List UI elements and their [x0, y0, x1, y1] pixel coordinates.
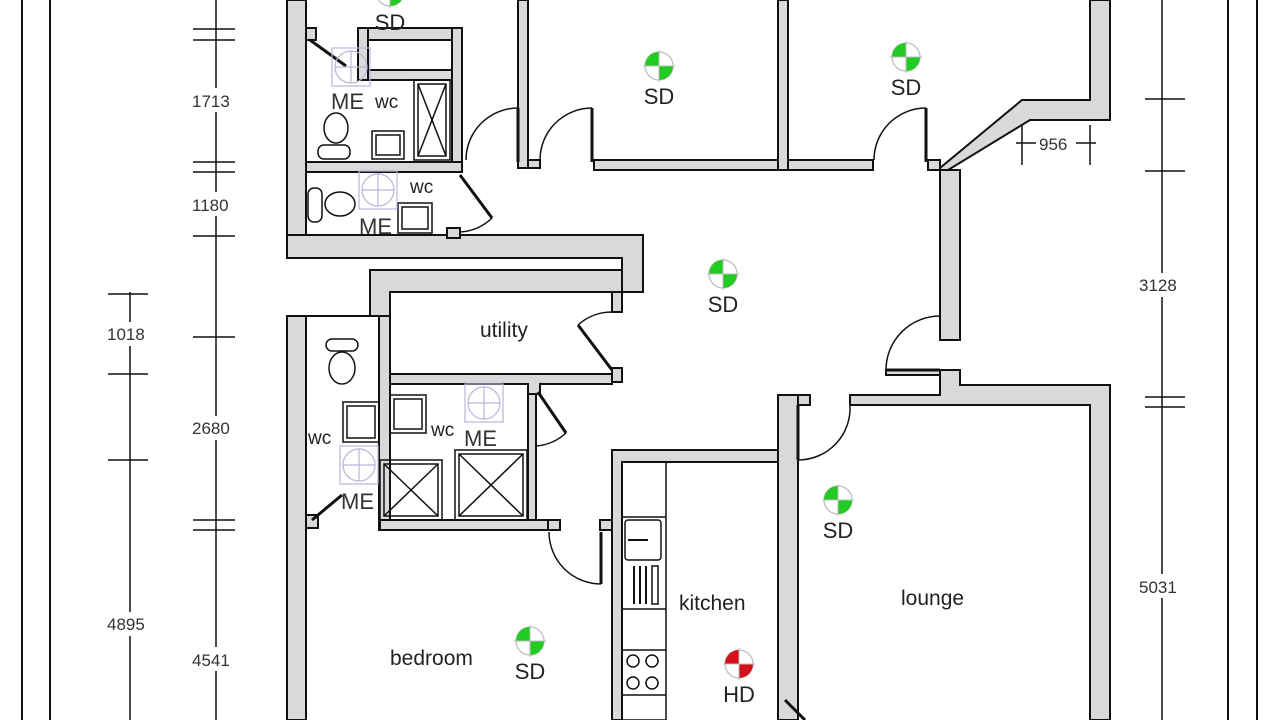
me-symbol-icon [358, 170, 398, 210]
room-label-lounge: lounge [901, 587, 964, 610]
kitchen-sink-icon [624, 519, 662, 561]
wc-label: wc [307, 428, 331, 449]
me-symbols [331, 47, 504, 485]
me-symbol-icon [464, 383, 504, 423]
detector-label: SD [708, 292, 739, 317]
dimension-label: 1180 [192, 196, 229, 215]
smoke-detector-icon [643, 50, 675, 82]
toilet-icon [323, 112, 349, 144]
detector-label: SD [515, 659, 546, 684]
detectors: SD SD SD SD SD SD HD [375, 0, 922, 707]
detector-label: SD [375, 10, 406, 35]
wc-label: wc [409, 177, 433, 198]
dimension-label: 2680 [192, 419, 230, 438]
dimension-label: 5031 [1139, 578, 1177, 597]
shower-icon [454, 449, 528, 521]
hob-icon [626, 654, 659, 690]
smoke-detector: SD [707, 258, 739, 317]
me-label: ME [331, 89, 364, 114]
smoke-detector: SD [822, 484, 854, 543]
smoke-detector-icon [377, 0, 403, 8]
dimension-label: 1018 [107, 325, 145, 344]
smoke-detector-icon [890, 41, 922, 73]
sink-icon [389, 394, 427, 434]
wc-label: wc [430, 420, 454, 441]
room-labels: utility kitchen lounge bedroom [390, 319, 964, 670]
me-label: ME [359, 214, 392, 239]
toilet-icon [328, 351, 356, 385]
room-label-utility: utility [480, 319, 528, 342]
sink-icon [342, 401, 380, 443]
dimension-lines [108, 0, 1185, 720]
fixtures [307, 79, 667, 720]
dimension-label: 3128 [1139, 276, 1177, 295]
drainer-icon [633, 565, 659, 605]
smoke-detector: SD [514, 625, 546, 684]
dimension-label: 4541 [192, 651, 230, 670]
wc-label: wc [374, 92, 398, 113]
dimension-label: 956 [1039, 135, 1067, 154]
smoke-detector-icon [707, 258, 739, 290]
smoke-detector: SD [643, 50, 675, 109]
me-symbol-icon [331, 47, 371, 87]
detector-label: HD [723, 682, 755, 707]
detector-label: SD [644, 84, 675, 109]
detector-label: SD [891, 75, 922, 100]
sink-icon [397, 202, 433, 234]
smoke-detector-icon [514, 625, 546, 657]
dimension-label: 1713 [192, 92, 230, 111]
doors [309, 38, 941, 720]
heat-detector: HD [723, 648, 755, 707]
smoke-detector: SD [890, 41, 922, 100]
dimension-labels: 1713 1180 2680 4541 1018 4895 3128 5031 … [104, 88, 1190, 671]
sink-icon [371, 130, 405, 160]
detector-label: SD [823, 518, 854, 543]
room-label-kitchen: kitchen [679, 592, 746, 615]
worktop [621, 461, 667, 720]
shower-icon [379, 459, 443, 521]
me-symbol-icon [339, 445, 379, 485]
me-label: ME [341, 489, 374, 514]
smoke-detector: SD [375, 0, 406, 35]
page-border [21, 0, 1258, 720]
toilet-icon [324, 191, 356, 217]
fixture-labels: wc wc wc wc ME ME ME ME [307, 89, 497, 514]
dimension-label: 4895 [107, 615, 145, 634]
me-label: ME [464, 426, 497, 451]
room-label-bedroom: bedroom [390, 647, 473, 670]
walls [286, 0, 1111, 720]
smoke-detector-icon [822, 484, 854, 516]
heat-detector-icon [723, 648, 755, 680]
